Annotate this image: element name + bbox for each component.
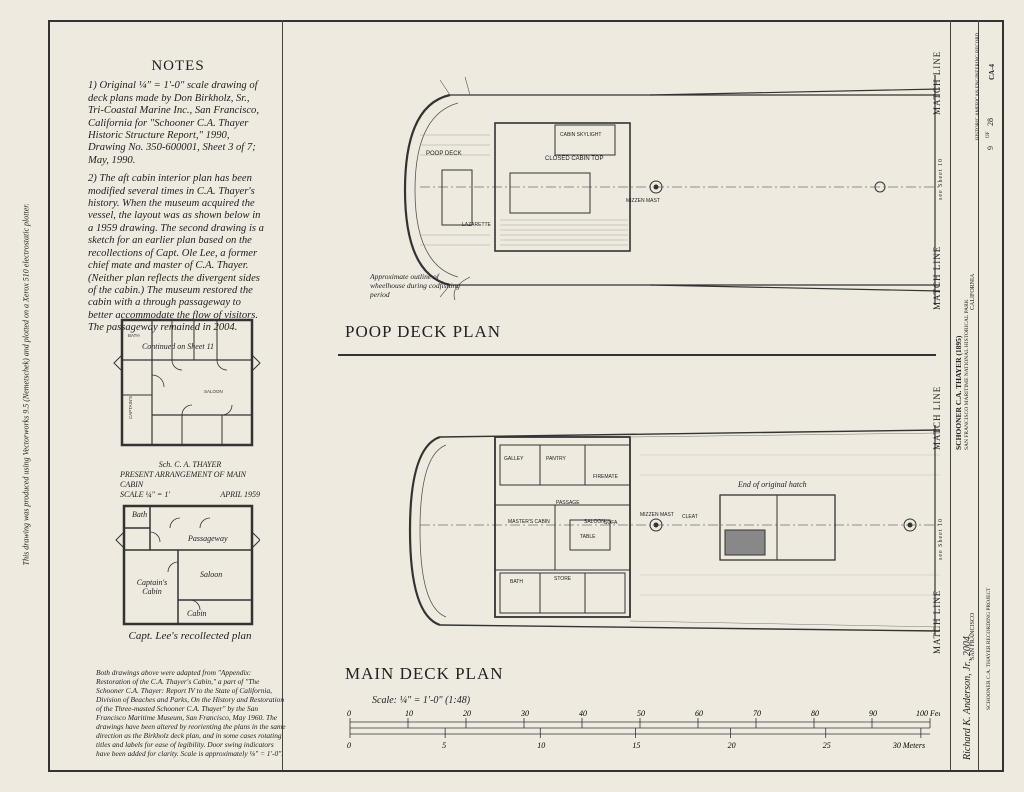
label-passage: PASSAGE	[556, 500, 580, 506]
label-table: TABLE	[580, 534, 596, 540]
room-bath: Bath	[132, 510, 148, 519]
sheet-border	[48, 20, 1004, 772]
cabin-plan-lee	[115, 504, 260, 626]
title-block: SCHOONER C.A. THAYER (1895) SAN FRANCISC…	[950, 20, 1002, 770]
scale-foot-label: 0	[347, 709, 351, 718]
continued-note: Continued on Sheet 11	[141, 341, 215, 351]
scale-foot-label: 60	[695, 709, 703, 718]
note-1: 1) Original ¼" = 1'-0" scale drawing of …	[88, 80, 259, 166]
scale-meter-label: 20	[728, 741, 736, 750]
label-firemate: FIREMATE	[593, 474, 618, 480]
title-block-divider-2	[978, 20, 979, 770]
caption-date: APRIL 1959	[220, 490, 260, 499]
label-cleat: CLEAT	[682, 514, 698, 520]
sheet-total: 28	[986, 118, 995, 126]
project-name: SCHOONER C.A. THAYER RECORDING PROJECT	[986, 587, 992, 710]
title-block-divider	[950, 20, 951, 770]
label-store: STORE	[554, 576, 572, 582]
poop-deck-title: POOP DECK PLAN	[345, 322, 502, 341]
haer-number: CA-4	[988, 64, 996, 80]
scale-foot-label: 50	[637, 709, 645, 718]
scale-meter-label: 0	[347, 741, 351, 750]
label-saloon: SALOON	[584, 519, 605, 525]
survey-name: HISTORIC AMERICAN ENGINEERING RECORD	[976, 32, 981, 140]
park-name: SAN FRANCISCO MARITIME NATIONAL HISTORIC…	[964, 299, 970, 450]
label-poop-deck: POOP DECK	[426, 151, 462, 157]
caption-description: PRESENT ARRANGEMENT OF MAIN CABIN	[120, 470, 246, 489]
label-pantry: PANTRY	[546, 456, 566, 462]
notes-divider	[282, 20, 283, 770]
match-line-upper: MATCH LINE	[932, 50, 942, 115]
main-deck-drawing	[408, 425, 941, 635]
scale-foot-label: 10	[405, 709, 413, 718]
svg-text:SALOON: SALOON	[204, 389, 223, 394]
svg-text:CAPTAIN'S: CAPTAIN'S	[128, 396, 133, 419]
scale-meter-label: 30 Meters	[892, 741, 925, 750]
vessel-name: SCHOONER C.A. THAYER (1895)	[954, 335, 963, 450]
room-cabin: Cabin	[187, 609, 207, 618]
scale-label: Scale: ¼" = 1'-0" (1:48)	[372, 695, 471, 706]
notes-column: NOTES 1) Original ¼" = 1'-0" scale drawi…	[88, 58, 268, 353]
drawing-credit: Both drawings above were adapted from "A…	[96, 668, 286, 758]
room-passageway: Passageway	[188, 534, 228, 543]
cabin-plan-1959-caption: Sch. C. A. THAYER PRESENT ARRANGEMENT OF…	[120, 460, 260, 500]
label-lazarette: LAZARETTE	[462, 222, 491, 228]
scale-meter-label: 25	[823, 741, 831, 750]
label-mizzen-mast: MIZZEN MAST	[626, 198, 660, 204]
caption-scale: SCALE ¼" = 1'	[120, 490, 171, 499]
cabin-plan-lee-caption: Capt. Lee's recollected plan	[128, 630, 252, 642]
scale-foot-label: 40	[579, 709, 587, 718]
notes-heading: NOTES	[151, 58, 205, 74]
main-deck-title: MAIN DECK PLAN	[345, 664, 504, 683]
svg-text:BATH: BATH	[128, 333, 140, 338]
state-name: CALIFORNIA	[970, 273, 976, 310]
see-sheet-upper: see Sheet 10	[938, 158, 944, 200]
room-captains-cabin: Captain's Cabin	[136, 578, 168, 596]
delineator-signature: Richard K. Anderson, Jr., 2004.	[962, 633, 973, 760]
hatch-note: End of original hatch	[738, 480, 807, 489]
match-line-upper-2: MATCH LINE	[932, 245, 942, 310]
scale-meter-label: 5	[442, 741, 446, 750]
match-line-lower-2: MATCH LINE	[932, 589, 942, 654]
note-2: 2) The aft cabin interior plan has been …	[88, 173, 264, 334]
see-sheet-lower: see Sheet 10	[938, 518, 944, 560]
sheet-of: OF	[986, 131, 991, 138]
scale-foot-label: 90	[869, 709, 877, 718]
scale-meter-label: 10	[537, 741, 545, 750]
cabin-plan-1959: BATH SALOON CAPTAIN'S	[113, 318, 261, 447]
scale-meter-label: 15	[632, 741, 640, 750]
caption-vessel: Sch. C. A. THAYER	[158, 460, 222, 469]
scale-foot-label: 100 Feet	[916, 709, 940, 718]
scale-bar: 0 10 20 30 40 50 60 70 80 90 100 Feet 0 5 10 15 20 25 30…	[347, 709, 940, 750]
label-bath: BATH	[510, 579, 523, 585]
label-cabin-skylight: CABIN SKYLIGHT	[560, 132, 602, 138]
side-note-text: This drawing was produced using Vectorwo…	[21, 203, 31, 566]
label-sofa: SOFA	[604, 520, 618, 526]
section-divider	[338, 354, 936, 356]
scale-foot-label: 30	[520, 709, 529, 718]
match-line-lower: MATCH LINE	[932, 385, 942, 450]
room-saloon: Saloon	[200, 570, 223, 579]
side-production-note: This drawing was produced using Vectorwo…	[6, 120, 36, 640]
wheelhouse-note: Approximate outline of wheelhouse during…	[370, 272, 460, 299]
label-galley: GALLEY	[504, 456, 524, 462]
scale-foot-label: 70	[753, 709, 761, 718]
sheet-number: 9	[986, 146, 995, 150]
scale-foot-label: 80	[811, 709, 819, 718]
label-masters-cabin: MASTER'S CABIN	[508, 519, 550, 525]
label-cabin-top: CLOSED CABIN TOP	[545, 156, 604, 162]
poop-deck-drawing	[403, 75, 941, 305]
label-mizzen-mast-main: MIZZEN MAST	[640, 512, 674, 518]
scale-foot-label: 20	[463, 709, 471, 718]
